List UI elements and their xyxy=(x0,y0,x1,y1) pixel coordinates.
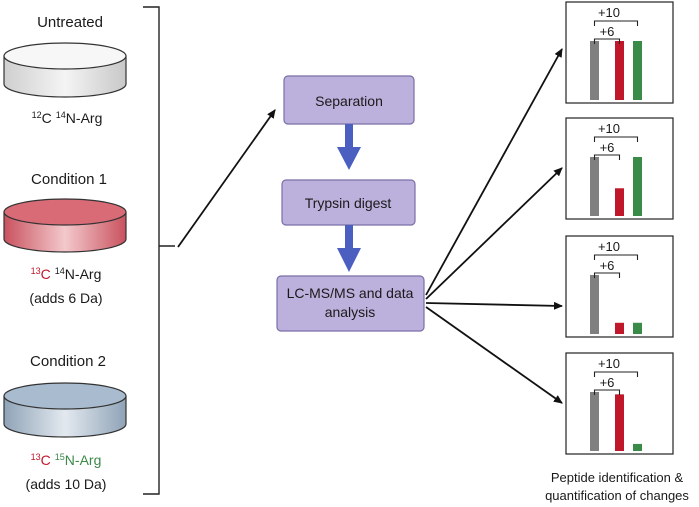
nitrogen-symbol: N-Arg xyxy=(65,452,102,468)
bar-light xyxy=(590,392,599,451)
petri-dish-icon xyxy=(3,198,127,253)
bar-heavy-10 xyxy=(633,322,642,334)
results-caption-line-2: quantification of changes xyxy=(545,488,689,503)
step-label: Separation xyxy=(315,93,383,109)
bar-light xyxy=(590,41,599,100)
shift-bracket-6 xyxy=(593,154,621,160)
shift-label-10: +10 xyxy=(598,121,620,136)
bar-heavy-6 xyxy=(615,322,624,334)
carbon-mass: 12 xyxy=(32,110,42,120)
bar-heavy-6 xyxy=(615,394,624,451)
sample-title: Condition 1 xyxy=(31,171,107,188)
sample-untreated: Untreated 12C 14N-Arg xyxy=(3,14,127,126)
carbon-mass: 13 xyxy=(31,266,41,276)
carbon-symbol: C xyxy=(42,110,52,126)
sample-condition-1: Condition 1 13C 14N-Arg (adds 6 Da) xyxy=(3,171,127,306)
step-label: analysis xyxy=(325,304,376,320)
quant-panel-3: +10+6 xyxy=(565,235,674,338)
panel-frame xyxy=(565,235,674,338)
sample-condition-2: Condition 2 13C 15N-Arg (adds 10 Da) xyxy=(3,353,127,492)
nitrogen-mass: 15 xyxy=(55,452,65,462)
nitrogen-symbol: N-Arg xyxy=(66,110,103,126)
shift-bracket-10 xyxy=(593,254,639,260)
carbon-symbol: C xyxy=(41,266,51,282)
bar-heavy-10 xyxy=(633,41,642,100)
shift-label-10: +10 xyxy=(598,5,620,20)
nitrogen-mass: 14 xyxy=(56,110,66,120)
result-arrows xyxy=(425,48,563,404)
bar-light xyxy=(590,275,599,334)
shift-bracket-6 xyxy=(593,389,621,395)
mass-shift-note: (adds 10 Da) xyxy=(26,476,107,492)
shift-bracket-6 xyxy=(593,38,621,44)
step-label: Trypsin digest xyxy=(305,195,392,211)
isotope-label: 13C 15N-Arg xyxy=(31,452,102,468)
step-trypsin-digest: Trypsin digest xyxy=(281,179,416,226)
sample-title: Condition 2 xyxy=(30,353,106,370)
pooling-bracket xyxy=(143,6,175,495)
shift-label-6: +6 xyxy=(600,24,615,39)
step-label: LC-MS/MS and data xyxy=(287,285,414,301)
shift-bracket-10 xyxy=(593,136,639,142)
carbon-symbol: C xyxy=(41,452,51,468)
carbon-mass: 13 xyxy=(31,452,41,462)
shift-label-6: +6 xyxy=(600,258,615,273)
isotope-label: 13C 14N-Arg xyxy=(31,266,102,282)
isotope-label: 12C 14N-Arg xyxy=(32,110,103,126)
shift-label-10: +10 xyxy=(598,239,620,254)
quant-panel-1: +10+6 xyxy=(565,1,674,104)
bar-light xyxy=(590,157,599,216)
shift-bracket-6 xyxy=(593,272,621,278)
down-arrow-icon xyxy=(337,225,361,272)
bar-heavy-10 xyxy=(633,443,642,451)
step-separation: Separation xyxy=(283,75,415,125)
flow-arrow xyxy=(177,109,276,248)
nitrogen-mass: 14 xyxy=(55,266,65,276)
sample-title: Untreated xyxy=(37,14,103,31)
shift-label-6: +6 xyxy=(600,140,615,155)
petri-dish-icon xyxy=(3,42,127,98)
quant-panel-4: +10+6 xyxy=(565,352,674,455)
bar-heavy-10 xyxy=(633,157,642,216)
results-caption-line-1: Peptide identification & xyxy=(551,470,684,485)
shift-bracket-10 xyxy=(593,371,639,377)
shift-label-6: +6 xyxy=(600,375,615,390)
bar-heavy-6 xyxy=(615,41,624,100)
nitrogen-symbol: N-Arg xyxy=(65,266,102,282)
quant-panel-2: +10+6 xyxy=(565,117,674,220)
step-lcms-analysis: LC-MS/MS and data analysis xyxy=(276,275,425,332)
down-arrow-icon xyxy=(337,124,361,170)
petri-dish-icon xyxy=(3,382,127,438)
shift-label-10: +10 xyxy=(598,356,620,371)
bar-heavy-6 xyxy=(615,188,624,216)
shift-bracket-10 xyxy=(593,20,639,26)
mass-shift-note: (adds 6 Da) xyxy=(29,290,102,306)
quantification-panels: +10+6+10+6+10+6+10+6 xyxy=(565,1,674,455)
